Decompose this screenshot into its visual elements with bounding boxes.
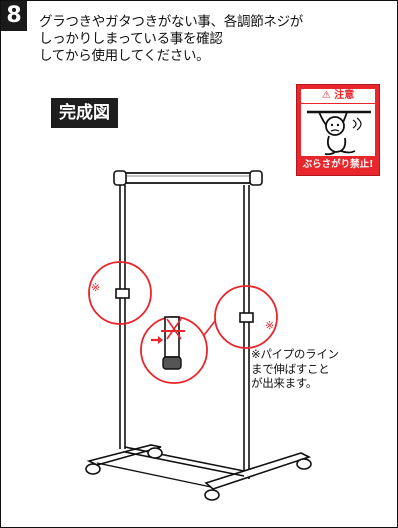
base-frame bbox=[86, 444, 312, 490]
caster-wheels bbox=[85, 447, 312, 501]
right-highlight-circle bbox=[214, 285, 278, 349]
hanging-person-icon bbox=[301, 104, 375, 156]
right-note-mark: ※ bbox=[265, 319, 275, 332]
no-hanging-warning-sign: ⚠ 注意 ぶらさがり禁止! bbox=[296, 84, 380, 176]
left-highlight-circle bbox=[88, 261, 152, 325]
instruction-text: グラつきやガタつきがない事、各調節ネジが しっかりしまっている事を確認 してから… bbox=[39, 14, 369, 65]
step-number-badge: 8 bbox=[1, 1, 27, 31]
note-line: まで伸ばすこと bbox=[251, 361, 330, 376]
completed-diagram-label: 完成図 bbox=[51, 98, 118, 128]
note-line: が出来ます。 bbox=[251, 376, 318, 390]
left-note-mark: ※ bbox=[91, 281, 101, 294]
left-upright bbox=[115, 185, 130, 449]
pipe-line-note: ※パイプのライン まで伸ばすこと が出来ます。 bbox=[251, 347, 361, 391]
note-line: ※パイプのライン bbox=[251, 347, 339, 361]
warning-header: ⚠ 注意 bbox=[301, 89, 375, 103]
instruction-line: してから使用してください。 bbox=[39, 48, 210, 64]
instruction-line: グラつきやガタつきがない事、各調節ネジが bbox=[39, 14, 303, 30]
right-upright bbox=[239, 185, 254, 479]
instruction-line: しっかりしまっている事を確認 bbox=[39, 31, 223, 47]
pipe-line-detail bbox=[140, 316, 216, 384]
top-rail bbox=[113, 170, 263, 186]
warning-footer: ぶらさがり禁止! bbox=[302, 159, 374, 170]
